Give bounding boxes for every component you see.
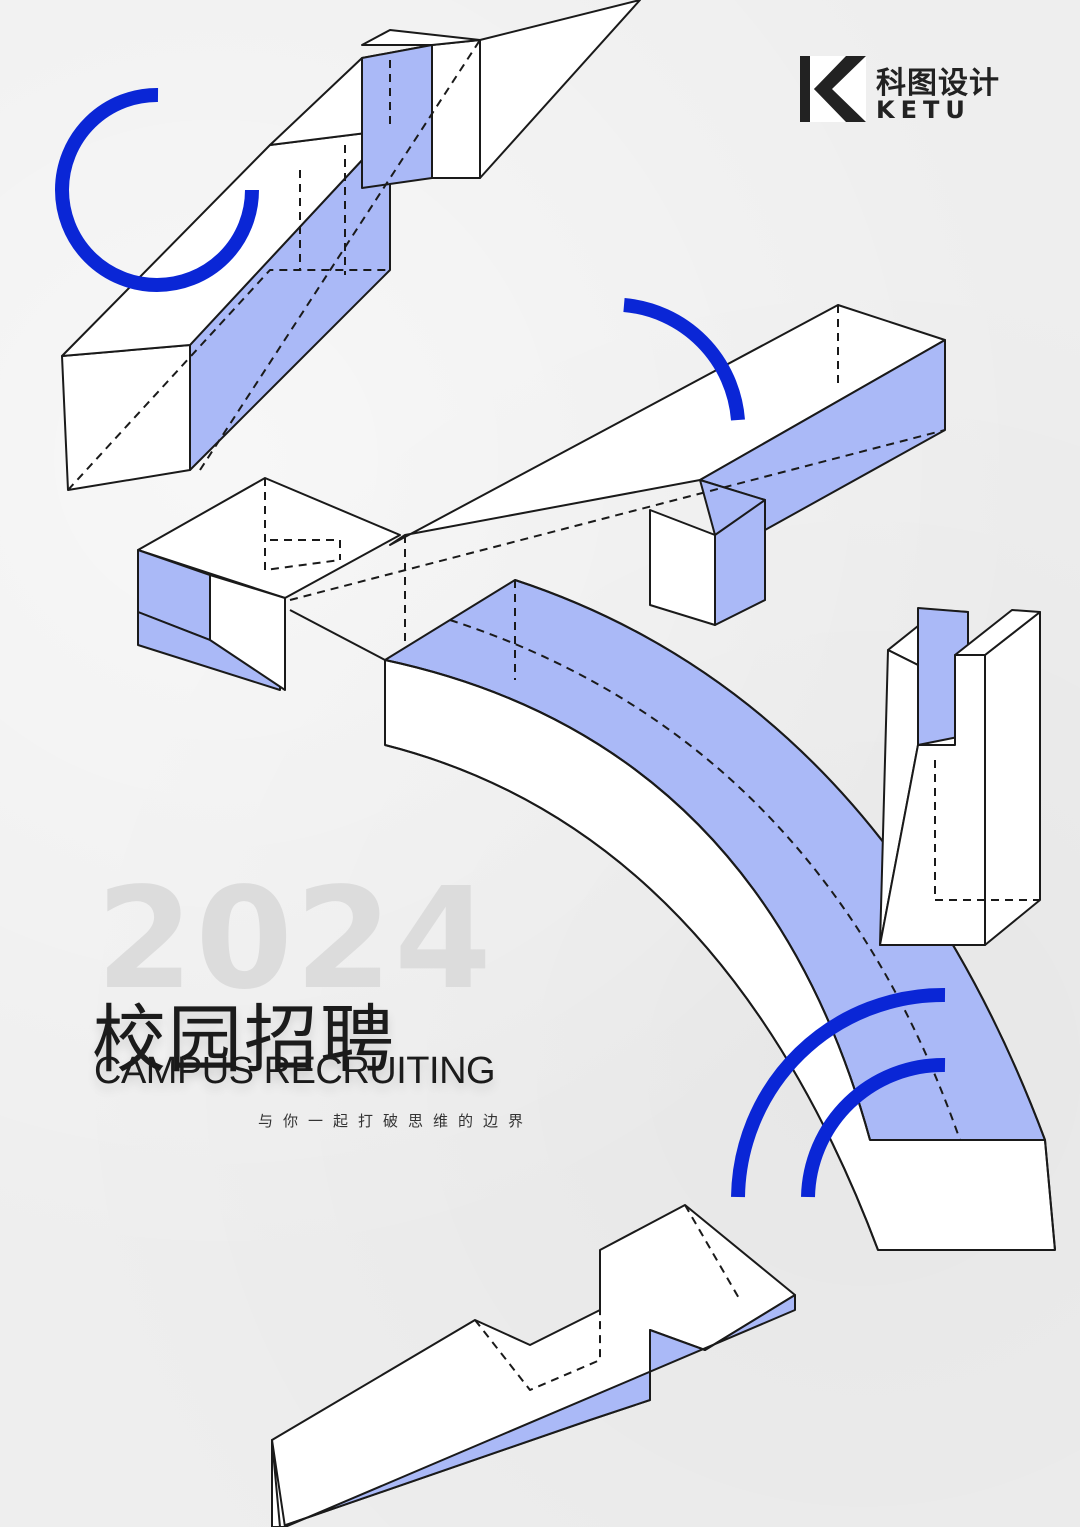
title-cn: 校园招聘 bbox=[92, 997, 396, 1083]
arc-bottom-outer bbox=[731, 987, 946, 1198]
beam-bottom bbox=[271, 1204, 796, 1527]
brand-name-en: KETU bbox=[876, 96, 971, 124]
logo-mark-icon bbox=[800, 56, 866, 122]
title-en: CAMPUS RECRUITING bbox=[94, 1050, 496, 1092]
post-right bbox=[879, 607, 1041, 946]
beam-middle bbox=[289, 304, 946, 650]
brand-logo: 科图设计 KETU bbox=[800, 56, 1000, 128]
beam-top-left bbox=[61, 0, 641, 491]
arc-bottom-inner bbox=[801, 1057, 946, 1198]
slogan-text: 与你一起打破思维的边界 bbox=[258, 1112, 534, 1130]
arc-middle bbox=[623, 298, 745, 421]
brand-name-cn: 科图设计 bbox=[876, 66, 1000, 101]
arc-top-left bbox=[55, 87, 259, 292]
joint-left bbox=[137, 477, 401, 691]
year-text: 2024 bbox=[96, 858, 494, 1021]
